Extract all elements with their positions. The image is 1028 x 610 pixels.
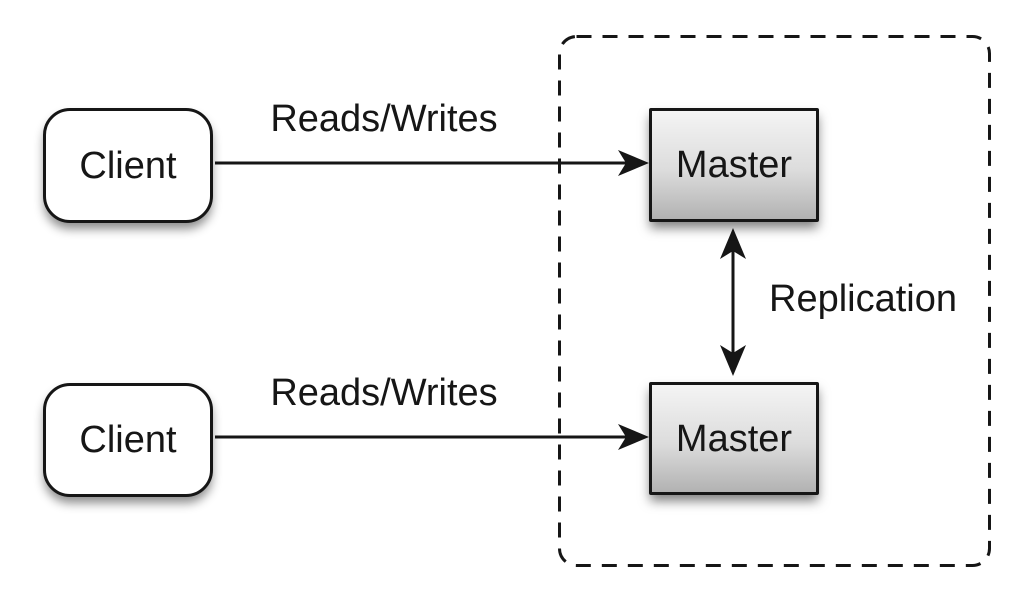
edge-replication-arrowhead-up xyxy=(720,228,746,259)
masters-cluster-border xyxy=(558,35,991,567)
master-node-bottom: Master xyxy=(649,382,819,495)
edge-label-reads-writes-bottom: Reads/Writes xyxy=(270,372,498,414)
master-node-bottom-label: Master xyxy=(675,417,793,460)
edge-replication-arrowhead-down xyxy=(720,345,746,376)
client-node-top-label: Client xyxy=(79,144,177,187)
master-node-top: Master xyxy=(649,108,819,222)
master-node-top-label: Master xyxy=(675,144,793,186)
edge-reads-writes-top-arrowhead xyxy=(618,150,649,176)
edge-reads-writes-bottom-arrowhead xyxy=(618,424,649,450)
client-node-bottom-label: Client xyxy=(79,419,177,461)
client-node-top: Client xyxy=(43,108,213,223)
edge-label-reads-writes-top: Reads/Writes xyxy=(270,98,498,140)
client-node-bottom: Client xyxy=(43,383,213,497)
edge-label-replication: Replication xyxy=(769,278,957,320)
